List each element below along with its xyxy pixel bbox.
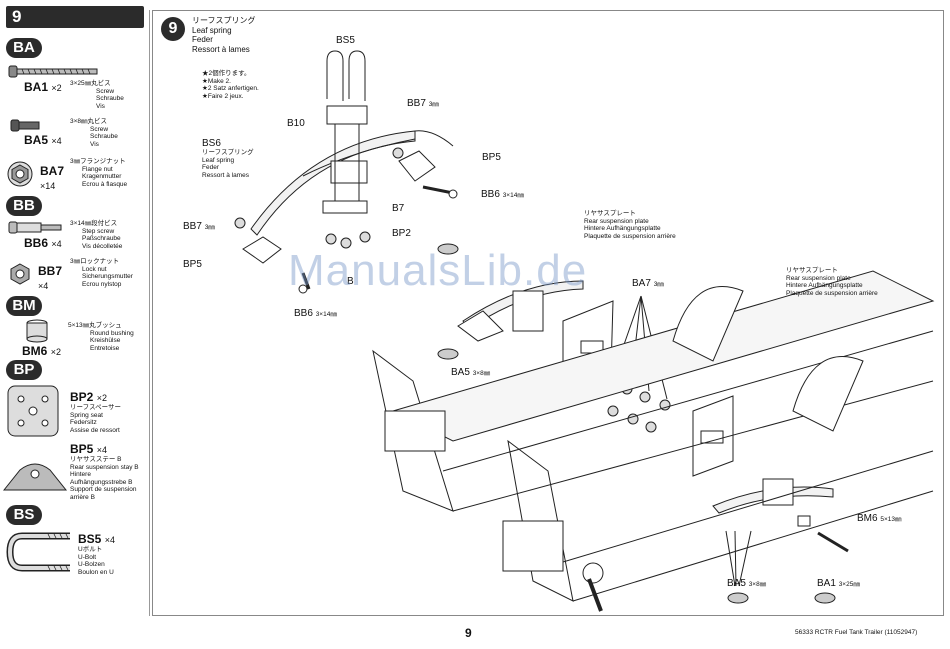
- screw-ba1-icon: [8, 65, 98, 78]
- callout-bb7-top: BB7 3㎜: [407, 98, 439, 109]
- part-name-bm6: BM6 ×2: [22, 344, 61, 358]
- callout-ba1-bottom: BA1 3×25㎜: [817, 578, 860, 589]
- bag-label-ba: BA: [6, 38, 42, 58]
- callout-bp2: BP2: [392, 228, 411, 239]
- assembly-panel: [152, 10, 944, 616]
- part-name-ba5: BA5 ×4: [24, 133, 62, 147]
- bag-label-bs: BS: [6, 505, 42, 525]
- lock-nut-bb7-icon: [10, 263, 30, 285]
- page-number: 9: [465, 626, 472, 640]
- callout-bb6-right: BB6 3×14㎜: [481, 189, 524, 200]
- callout-bb6-bottom: BB6 3×14㎜: [294, 308, 337, 319]
- callout-b-partial: B: [347, 276, 354, 287]
- callout-bp5-right: BP5: [482, 152, 501, 163]
- u-bolt-bs5-icon: [6, 532, 70, 572]
- spring-seat-bp2-icon: [7, 385, 59, 437]
- callout-b10: B10: [287, 118, 305, 129]
- bag-label-bb: BB: [6, 196, 42, 216]
- suspension-stay-bp5-icon: [2, 463, 68, 491]
- step-screw-bb6-icon: [8, 221, 62, 234]
- watermark: ManualsLib.de: [288, 246, 588, 295]
- callout-ba5-bottom: BA5 3×8㎜: [727, 578, 767, 589]
- part-name-ba1: BA1 ×2: [24, 80, 62, 94]
- callout-bs5: BS5: [336, 35, 355, 46]
- callout-ba7-mid: BA7 3㎜: [632, 278, 664, 289]
- part-name-bb6: BB6 ×4: [24, 236, 62, 250]
- make-two-note: ★2個作ります。★Make 2.★2 Satz anfertigen.★Fair…: [202, 70, 259, 100]
- main-step-number: 9: [161, 17, 185, 41]
- leaf-spring-assembly-illustration: [234, 50, 935, 612]
- callout-ba5-mid: BA5 3×8㎜: [451, 367, 491, 378]
- step-number: 9: [12, 7, 22, 26]
- flange-nut-ba7-icon: [7, 161, 33, 187]
- callout-bm6: BM6 5×13㎜: [857, 513, 902, 524]
- callout-b7: B7: [392, 203, 405, 214]
- bag-label-bp: BP: [6, 360, 42, 380]
- column-divider: [149, 10, 150, 616]
- part-name-bb7: BB7×4: [38, 264, 63, 291]
- screw-ba5-icon: [10, 119, 40, 132]
- step-header-bar: 9: [6, 6, 144, 28]
- bag-label-bm: BM: [6, 296, 42, 316]
- part-name-ba7: BA7×14: [40, 164, 65, 191]
- callout-bb7-left: BB7 3㎜: [183, 221, 215, 232]
- callout-bp5-left: BP5: [183, 259, 202, 270]
- footer-reference: 56333 RCTR Fuel Tank Trailer (11052947): [795, 629, 918, 636]
- round-bushing-bm6-icon: [26, 319, 48, 343]
